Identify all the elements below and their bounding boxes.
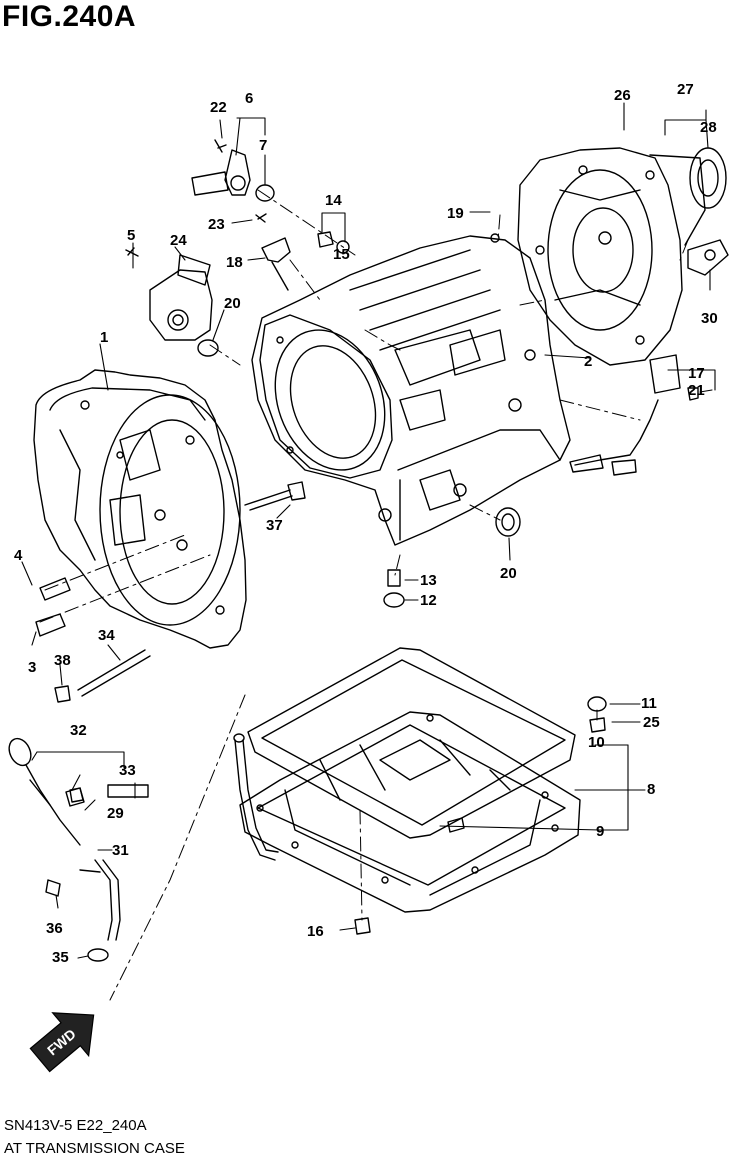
callout-27: 27 <box>677 81 694 98</box>
callout-21: 21 <box>688 382 705 399</box>
callout-25: 25 <box>643 714 660 731</box>
callout-30: 30 <box>701 310 718 327</box>
callout-13: 13 <box>420 572 437 589</box>
oil-pan-gasket <box>247 647 576 839</box>
sensor-18-assembly <box>255 213 350 291</box>
oil-pan <box>239 711 581 913</box>
callout-24: 24 <box>170 232 187 249</box>
callout-36: 36 <box>46 920 63 937</box>
fwd-arrow: FWD <box>29 1012 95 1073</box>
callout-18: 18 <box>226 254 243 271</box>
figure-code: SN413V-5 E22_240A <box>4 1117 147 1134</box>
callout-2: 2 <box>584 353 592 370</box>
callout-23: 23 <box>208 216 225 233</box>
callout-6: 6 <box>245 90 253 107</box>
callout-5: 5 <box>127 227 135 244</box>
callout-8: 8 <box>647 781 655 798</box>
small-parts-center <box>383 507 521 608</box>
callout-20: 20 <box>500 565 517 582</box>
transmission-case <box>251 233 571 546</box>
callout-31: 31 <box>112 842 129 859</box>
callout-11: 11 <box>641 695 657 712</box>
drain-plugs <box>354 696 607 935</box>
figure-name: AT TRANSMISSION CASE <box>4 1140 185 1157</box>
converter-housing <box>33 369 247 649</box>
callout-12: 12 <box>420 592 437 609</box>
callout-7: 7 <box>259 137 267 154</box>
callout-16: 16 <box>307 923 324 940</box>
connector-assembly <box>569 354 699 476</box>
callout-3: 3 <box>28 659 36 676</box>
callout-4: 4 <box>14 547 23 564</box>
bolts-left <box>35 481 306 703</box>
callout-28: 28 <box>700 119 717 136</box>
extension-housing <box>517 147 729 366</box>
callout-15: 15 <box>333 246 350 263</box>
speed-sensor-assembly <box>191 139 275 202</box>
figure-title: FIG.240A <box>2 0 137 33</box>
callout-20: 20 <box>224 295 241 312</box>
callout-26: 26 <box>614 87 631 104</box>
part-33-rod <box>107 784 149 798</box>
callout-17: 17 <box>688 365 705 382</box>
callout-38: 38 <box>54 652 71 669</box>
callout-33: 33 <box>119 762 136 779</box>
callout-29: 29 <box>107 805 124 822</box>
callout-32: 32 <box>70 722 87 739</box>
callout-14: 14 <box>325 192 342 209</box>
callout-37: 37 <box>266 517 283 534</box>
callout-9: 9 <box>596 823 604 840</box>
center-lines <box>39 189 689 1001</box>
part-29-clip <box>65 787 85 807</box>
callout-10: 10 <box>588 734 605 751</box>
callout-34: 34 <box>98 627 115 644</box>
callout-35: 35 <box>52 949 69 966</box>
leader-lines <box>21 102 716 959</box>
callout-1: 1 <box>100 329 108 346</box>
dipstick-assembly <box>8 733 279 962</box>
position-switch <box>125 247 219 357</box>
callout-22: 22 <box>210 99 227 116</box>
callout-19: 19 <box>447 205 464 222</box>
